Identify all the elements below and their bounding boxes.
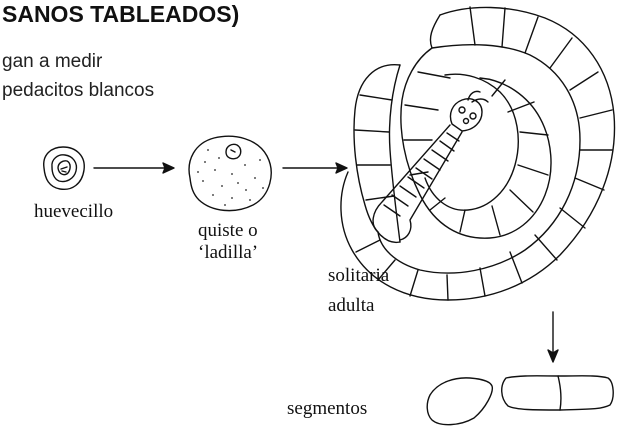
label-cyst-line1: quiste o [198,220,258,241]
arrow-adult-to-segments-icon [547,311,559,363]
label-cyst-line2: ‘ladilla’ [198,242,259,263]
label-segments: segmentos [287,398,368,419]
segments-icon [426,375,614,426]
egg-icon [43,146,85,191]
arrow-egg-to-cyst-icon [93,162,175,174]
intro-text-line1: gan a medir [2,51,103,72]
cyst-texture-dots [197,149,264,206]
adult-tapeworm-icon [340,6,616,301]
arrow-cyst-to-adult-icon [282,162,348,174]
label-egg: huevecillo [34,201,114,222]
label-adult-line1: solitaria [328,265,390,286]
intro-text-line2: pedacitos blancos [2,80,155,101]
cyst-icon [188,135,272,212]
label-adult-line2: adulta [328,295,375,316]
section-heading: SANOS TABLEADOS) [2,1,240,27]
